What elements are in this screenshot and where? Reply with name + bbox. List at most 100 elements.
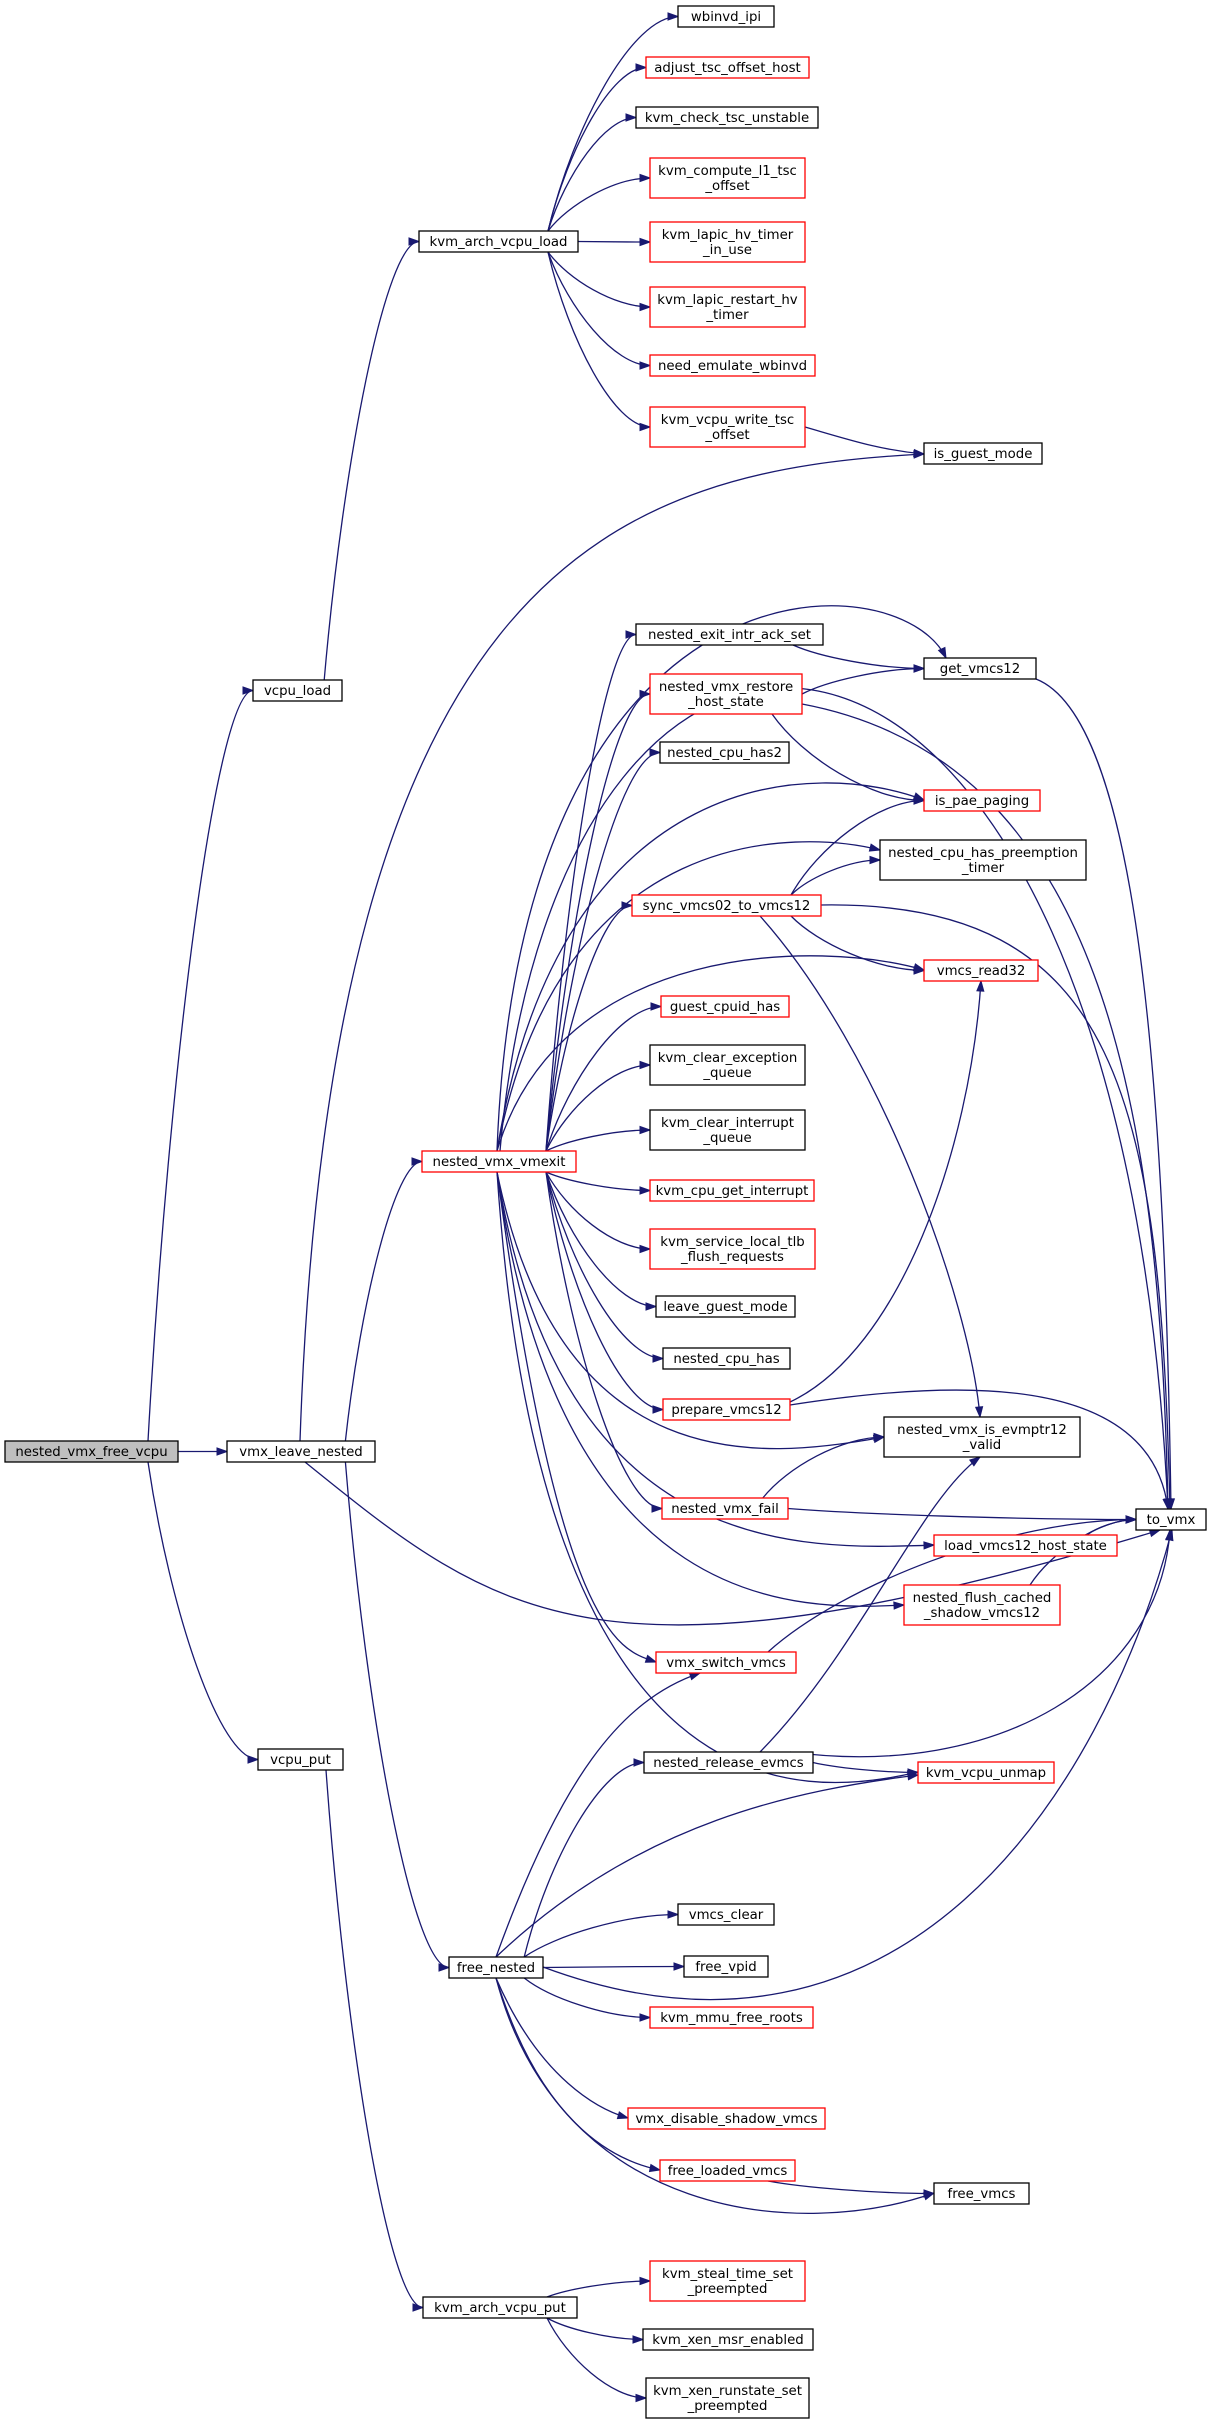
node-nested-flush-cached-shadow-vmcs12[interactable]: nested_flush_cached_shadow_vmcs12 [903, 1584, 1061, 1626]
node-box[interactable] [418, 230, 579, 253]
node-box[interactable] [917, 1761, 1055, 1784]
node-box[interactable] [923, 657, 1037, 680]
node-box[interactable] [655, 1295, 796, 1318]
node-vcpu-load[interactable]: vcpu_load [252, 679, 343, 702]
node-nested-vmx-vmexit[interactable]: nested_vmx_vmexit [421, 1150, 577, 1173]
node-nested-cpu-has2[interactable]: nested_cpu_has2 [659, 741, 790, 764]
node-box[interactable] [923, 959, 1039, 982]
node-box[interactable] [649, 2260, 806, 2302]
node-adjust-tsc-offset-host[interactable]: adjust_tsc_offset_host [645, 56, 810, 79]
node-prepare-vmcs12[interactable]: prepare_vmcs12 [662, 1398, 791, 1421]
node-box[interactable] [649, 354, 816, 377]
node-vmcs-clear[interactable]: vmcs_clear [677, 1903, 775, 1926]
node-wbinvd-ipi[interactable]: wbinvd_ipi [677, 5, 775, 28]
node-box[interactable] [635, 106, 819, 129]
node-kvm-arch-vcpu-load[interactable]: kvm_arch_vcpu_load [418, 230, 579, 253]
node-free-loaded-vmcs[interactable]: free_loaded_vmcs [659, 2159, 796, 2182]
node-box[interactable] [649, 286, 806, 328]
node-box[interactable] [1135, 1508, 1207, 1531]
node-kvm-mmu-free-roots[interactable]: kvm_mmu_free_roots [649, 2006, 814, 2029]
node-box[interactable] [649, 673, 803, 715]
node-box[interactable] [649, 1044, 806, 1086]
node-box[interactable] [421, 1150, 577, 1173]
node-vmx-switch-vmcs[interactable]: vmx_switch_vmcs [655, 1651, 797, 1674]
node-vmx-disable-shadow-vmcs[interactable]: vmx_disable_shadow_vmcs [627, 2107, 826, 2130]
node-box[interactable] [226, 1440, 376, 1463]
node-box[interactable] [933, 1534, 1118, 1557]
node-box[interactable] [923, 789, 1041, 812]
node-kvm-vcpu-unmap[interactable]: kvm_vcpu_unmap [917, 1761, 1055, 1784]
node-kvm-arch-vcpu-put[interactable]: kvm_arch_vcpu_put [422, 2296, 578, 2319]
node-kvm-cpu-get-interrupt[interactable]: kvm_cpu_get_interrupt [649, 1179, 815, 1202]
node-box[interactable] [252, 679, 343, 702]
node-sync-vmcs02-to-vmcs12[interactable]: sync_vmcs02_to_vmcs12 [631, 894, 822, 917]
node-kvm-service-local-tlb-flush-requests[interactable]: kvm_service_local_tlb_flush_requests [649, 1228, 816, 1270]
node-box[interactable] [677, 1903, 775, 1926]
node-box[interactable] [660, 995, 790, 1018]
node-box[interactable] [649, 1179, 815, 1202]
node-box[interactable] [883, 1416, 1081, 1458]
node-box[interactable] [649, 406, 806, 448]
node-box[interactable] [649, 1109, 806, 1151]
node-box[interactable] [933, 2182, 1030, 2205]
node-box[interactable] [649, 221, 806, 263]
node-nested-cpu-has-preemption-timer[interactable]: nested_cpu_has_preemption_timer [879, 839, 1087, 881]
node-leave-guest-mode[interactable]: leave_guest_mode [655, 1295, 796, 1318]
node-kvm-lapic-hv-timer-in-use[interactable]: kvm_lapic_hv_timer_in_use [649, 221, 806, 263]
node-box[interactable] [662, 1347, 791, 1370]
node-box[interactable] [627, 2107, 826, 2130]
node-box[interactable] [659, 741, 790, 764]
node-nested-vmx-is-evmptr12-valid[interactable]: nested_vmx_is_evmptr12_valid [883, 1416, 1081, 1458]
node-box[interactable] [655, 1651, 797, 1674]
node-is-pae-paging[interactable]: is_pae_paging [923, 789, 1041, 812]
node-free-vpid[interactable]: free_vpid [683, 1955, 769, 1978]
node-box[interactable] [257, 1748, 344, 1771]
node-kvm-check-tsc-unstable[interactable]: kvm_check_tsc_unstable [635, 106, 819, 129]
node-box[interactable] [631, 894, 822, 917]
node-box[interactable] [643, 1751, 814, 1774]
node-box[interactable] [645, 56, 810, 79]
node-kvm-vcpu-write-tsc-offset[interactable]: kvm_vcpu_write_tsc_offset [649, 406, 806, 448]
node-guest-cpuid-has[interactable]: guest_cpuid_has [660, 995, 790, 1018]
node-box[interactable] [661, 1497, 789, 1520]
node-kvm-compute-l1-tsc-offset[interactable]: kvm_compute_l1_tsc_offset [649, 157, 806, 199]
node-box[interactable] [649, 1228, 816, 1270]
node-box[interactable] [879, 839, 1087, 881]
node-box[interactable] [642, 2328, 814, 2351]
node-is-guest-mode[interactable]: is_guest_mode [923, 442, 1043, 465]
node-box[interactable] [649, 157, 806, 199]
node-box[interactable] [677, 5, 775, 28]
node-nested-cpu-has[interactable]: nested_cpu_has [662, 1347, 791, 1370]
node-box[interactable] [662, 1398, 791, 1421]
node-nested-vmx-restore-host-state[interactable]: nested_vmx_restore_host_state [649, 673, 803, 715]
node-box[interactable] [649, 2006, 814, 2029]
node-get-vmcs12[interactable]: get_vmcs12 [923, 657, 1037, 680]
node-nested-vmx-fail[interactable]: nested_vmx_fail [661, 1497, 789, 1520]
node-kvm-lapic-restart-hv-timer[interactable]: kvm_lapic_restart_hv_timer [649, 286, 806, 328]
node-kvm-clear-interrupt-queue[interactable]: kvm_clear_interrupt_queue [649, 1109, 806, 1151]
node-nested-vmx-free-vcpu[interactable]: nested_vmx_free_vcpu [4, 1440, 179, 1463]
node-free-vmcs[interactable]: free_vmcs [933, 2182, 1030, 2205]
node-nested-exit-intr-ack-set[interactable]: nested_exit_intr_ack_set [635, 623, 824, 646]
node-need-emulate-wbinvd[interactable]: need_emulate_wbinvd [649, 354, 816, 377]
node-box[interactable] [683, 1955, 769, 1978]
node-box[interactable] [645, 2377, 810, 2419]
node-kvm-xen-runstate-set-preempted[interactable]: kvm_xen_runstate_set_preempted [645, 2377, 810, 2419]
node-vmcs-read32[interactable]: vmcs_read32 [923, 959, 1039, 982]
node-load-vmcs12-host-state[interactable]: load_vmcs12_host_state [933, 1534, 1118, 1557]
node-to-vmx[interactable]: to_vmx [1135, 1508, 1207, 1531]
node-box[interactable] [659, 2159, 796, 2182]
node-kvm-clear-exception-queue[interactable]: kvm_clear_exception_queue [649, 1044, 806, 1086]
node-kvm-xen-msr-enabled[interactable]: kvm_xen_msr_enabled [642, 2328, 814, 2351]
node-box[interactable] [923, 442, 1043, 465]
node-box[interactable] [903, 1584, 1061, 1626]
node-free-nested[interactable]: free_nested [448, 1956, 544, 1979]
node-box[interactable] [448, 1956, 544, 1979]
node-box[interactable] [422, 2296, 578, 2319]
node-vcpu-put[interactable]: vcpu_put [257, 1748, 344, 1771]
node-kvm-steal-time-set-preempted[interactable]: kvm_steal_time_set_preempted [649, 2260, 806, 2302]
node-vmx-leave-nested[interactable]: vmx_leave_nested [226, 1440, 376, 1463]
node-nested-release-evmcs[interactable]: nested_release_evmcs [643, 1751, 814, 1774]
node-box[interactable] [4, 1440, 179, 1463]
node-box[interactable] [635, 623, 824, 646]
